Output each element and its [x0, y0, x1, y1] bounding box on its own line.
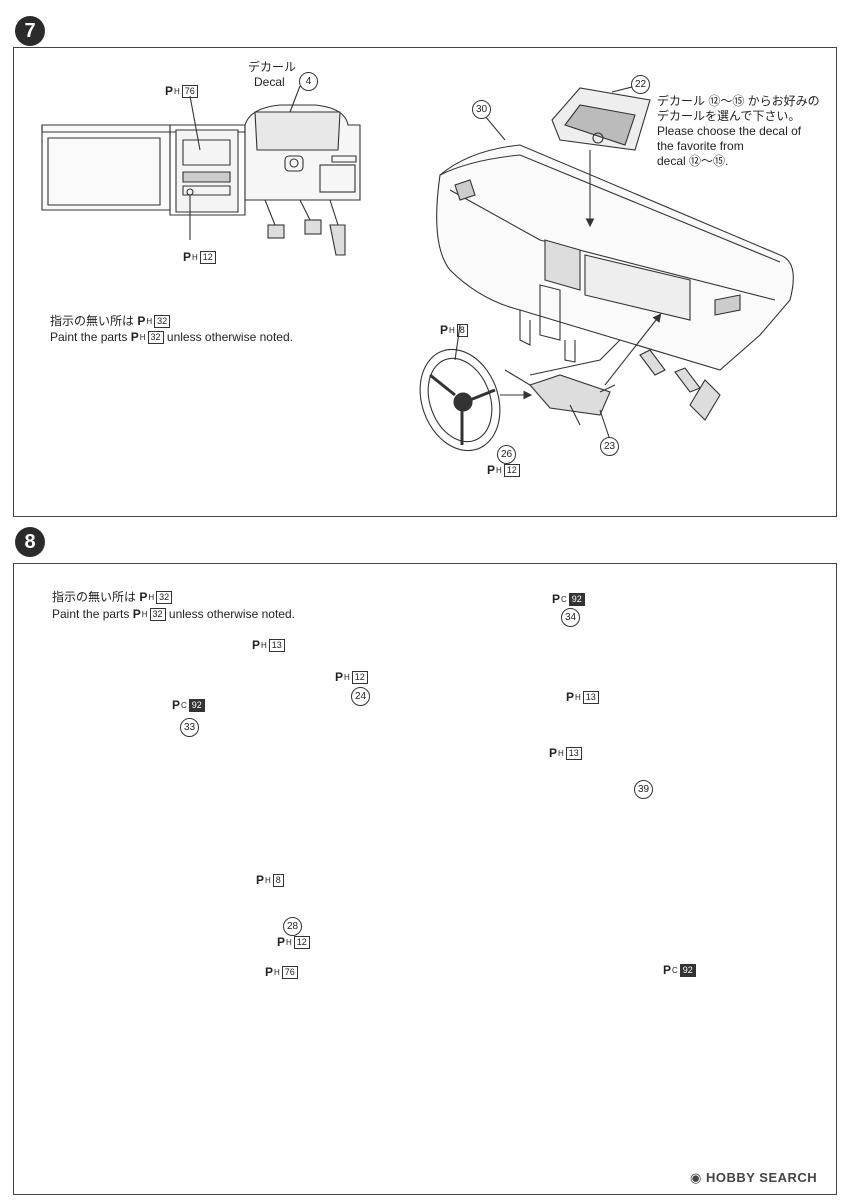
decal-choice-en-3: decal ⑫～⑮.: [657, 154, 729, 168]
decal-label-en: Decal: [254, 75, 285, 89]
decal-choice-jp-1: デカール ⑫～⑮ からお好みの: [657, 94, 820, 108]
decal-label-jp: デカール: [248, 60, 297, 74]
decal-choice-jp-2: デカールを選んで下さい。: [657, 109, 801, 123]
part-22: 22: [631, 75, 650, 94]
part-30: 30: [472, 100, 491, 119]
part-28: 28: [283, 917, 302, 936]
step-7-badge: 7: [15, 16, 45, 46]
part-23: 23: [600, 437, 619, 456]
step-8-badge: 8: [15, 527, 45, 557]
decal-choice-en-2: the favorite from: [657, 139, 744, 153]
decal-number: 4: [299, 72, 318, 91]
part-39: 39: [634, 780, 653, 799]
part-26: 26: [497, 445, 516, 464]
part-34: 34: [561, 608, 580, 627]
decal-choice-en-1: Please choose the decal of: [657, 124, 802, 138]
watermark-logo-icon: ◉: [690, 1170, 706, 1185]
watermark: ◉ HOBBY SEARCH: [690, 1170, 818, 1185]
part-24: 24: [351, 687, 370, 706]
part-33: 33: [180, 718, 199, 737]
step-8-panel: [13, 563, 837, 1195]
